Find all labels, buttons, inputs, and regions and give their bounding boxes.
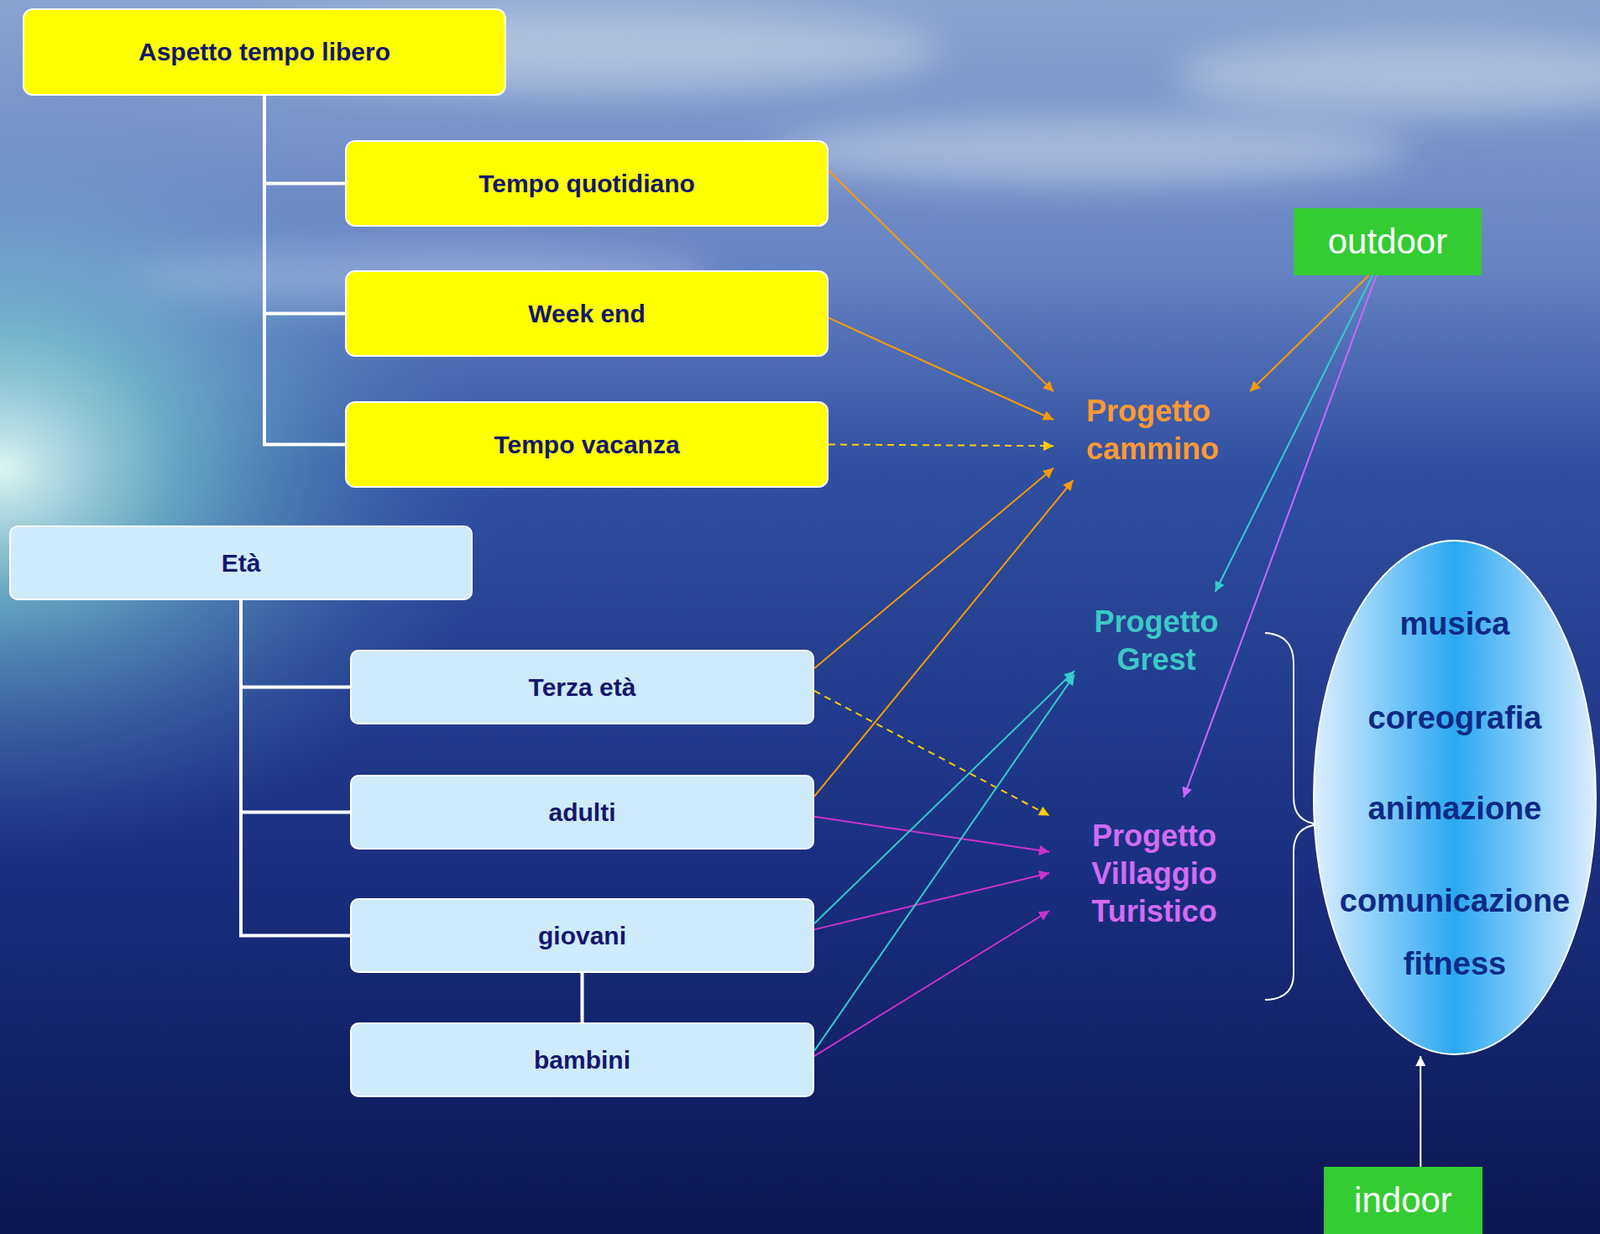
age-box: Terza età xyxy=(350,649,815,725)
activity-label: animazione xyxy=(1368,790,1543,827)
category-box: Tempo quotidiano xyxy=(345,140,829,227)
node-label: adulti xyxy=(549,798,617,827)
age-box: giovani xyxy=(350,898,815,973)
arrow-connector xyxy=(1215,275,1373,592)
arrow-connector xyxy=(1419,1056,1422,1167)
node-label: Tempo quotidiano xyxy=(478,169,696,199)
arrow-connector xyxy=(1249,275,1370,392)
tree-connector xyxy=(240,600,351,813)
arrow-connector xyxy=(814,468,1054,670)
tree-connector xyxy=(240,600,351,688)
node-label: giovani xyxy=(538,921,627,951)
activity-label: coreografia xyxy=(1368,700,1543,737)
arrow-connector xyxy=(814,873,1050,930)
arrow-connector xyxy=(828,444,1054,447)
node-label: Età xyxy=(221,549,262,578)
tree-connector xyxy=(264,95,346,445)
arrow-connector xyxy=(814,910,1050,1057)
arrow-connector xyxy=(580,972,585,1023)
project-label: Progetto Villaggio Turistico xyxy=(1049,797,1260,949)
age-box: adulti xyxy=(350,774,815,850)
arrow-connector xyxy=(814,670,1075,924)
node-label: Terza età xyxy=(528,673,637,702)
node-label: Progetto Grest xyxy=(1082,602,1230,679)
node-label: Tempo vacanza xyxy=(493,430,680,460)
arrow-connector xyxy=(814,690,1050,816)
node-label: Aspetto tempo libero xyxy=(138,37,391,67)
activity-ellipse: musica coreografia animazione comunicazione… xyxy=(1312,538,1598,1057)
tag-box: outdoor xyxy=(1293,208,1482,276)
category-box: Tempo vacanza xyxy=(345,401,829,488)
activity-label: fitness xyxy=(1403,946,1506,983)
arrow-connector xyxy=(814,816,1050,853)
tag-box: indoor xyxy=(1323,1166,1483,1234)
node-label: Progetto Villaggio Turistico xyxy=(1081,816,1229,931)
node-label: Progetto cammino xyxy=(1086,392,1234,468)
category-box: Week end xyxy=(345,270,829,357)
tree-connector xyxy=(264,95,346,184)
project-label: Progetto cammino xyxy=(1053,379,1250,481)
curly-brace xyxy=(1265,632,1320,1000)
age-box: bambini xyxy=(350,1022,815,1098)
arrow-connector xyxy=(828,318,1054,420)
node-label: bambini xyxy=(533,1045,631,1075)
tree-connector xyxy=(240,600,351,936)
arrow-connector xyxy=(828,170,1054,392)
category-box: Aspetto tempo libero xyxy=(22,8,507,96)
project-label: Progetto Grest xyxy=(1074,591,1239,689)
age-box: Età xyxy=(9,525,473,601)
arrow-connector xyxy=(814,480,1073,797)
activity-label: comunicazione xyxy=(1339,883,1571,920)
tree-connector xyxy=(264,95,346,314)
node-label: Week end xyxy=(528,299,646,329)
node-label: indoor xyxy=(1354,1180,1453,1221)
ellipse-outline xyxy=(1313,540,1596,1055)
activity-label: musica xyxy=(1400,606,1511,643)
arrow-connector xyxy=(814,674,1075,1051)
node-label: outdoor xyxy=(1328,221,1448,262)
